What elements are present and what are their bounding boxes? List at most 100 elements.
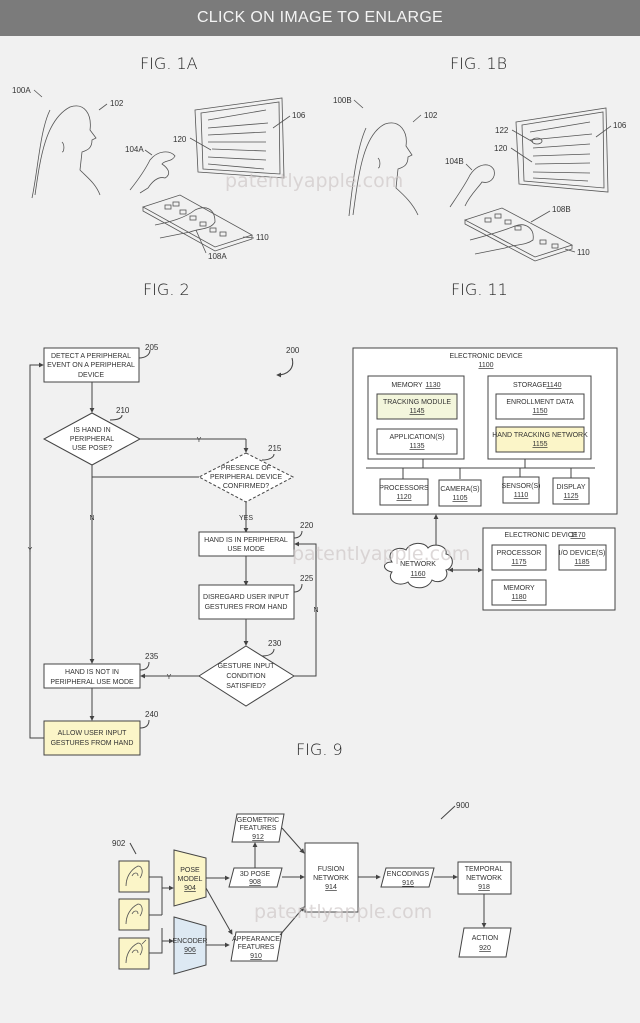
- fusion-ref: 914: [325, 884, 337, 891]
- ref-200: 200: [286, 346, 300, 355]
- step-235-line-2: PERIPHERAL USE MODE: [50, 679, 134, 686]
- tracking-module-ref: 1145: [409, 408, 424, 415]
- device-1100-ref: 1100: [478, 362, 493, 369]
- geometric-ref: 912: [252, 834, 264, 841]
- geometric-features-912: [231, 813, 285, 843]
- keyboard-110b-drawing: [463, 207, 574, 262]
- fig-11-title: FIG. 11: [451, 280, 508, 299]
- hand-108a-drawing: [154, 207, 216, 239]
- processor2-ref: 1175: [511, 559, 526, 566]
- hand-108b-drawing: [469, 224, 534, 255]
- pose-model-line-1: POSE: [180, 867, 200, 874]
- step-230-line-2: CONDITION: [226, 673, 265, 680]
- ref-110b: 110: [577, 248, 590, 257]
- edge-230-no: N: [313, 607, 318, 614]
- appearance-ref: 910: [250, 953, 262, 960]
- fusion-line-1: FUSION: [318, 866, 344, 873]
- edge-loop-yes: Y: [28, 547, 33, 554]
- network-1160-cloud: [384, 542, 453, 589]
- ref-102b: 102: [424, 111, 438, 120]
- memory-1130-ref: 1130: [425, 382, 440, 389]
- fig-2-flowchart: 200 DETECT A PERIPHERAL EVENT ON A PERIP…: [28, 343, 319, 756]
- edge-230-yes: Y: [167, 674, 172, 681]
- processors-ref: 1120: [396, 494, 411, 501]
- enrollment-label: ENROLLMENT DATA: [506, 399, 574, 406]
- pose3d-ref: 908: [249, 879, 261, 886]
- hand-104b-drawing: [449, 164, 495, 208]
- tracking-module-1145-box: [376, 393, 458, 420]
- step-240-line-1: ALLOW USER INPUT: [58, 730, 128, 737]
- hand-image-2: [118, 898, 150, 931]
- encodings-label: ENCODINGS: [387, 871, 430, 878]
- step-230-line-3: SATISFIED?: [226, 683, 266, 690]
- action-label: ACTION: [472, 935, 498, 942]
- ref-104a: 104A: [125, 145, 144, 154]
- ref-220: 220: [300, 521, 314, 530]
- ref-900: 900: [456, 801, 470, 810]
- ref-210: 210: [116, 406, 130, 415]
- memory2-ref: 1180: [511, 594, 526, 601]
- ref-902: 902: [112, 839, 126, 848]
- ref-104b: 104B: [445, 157, 464, 166]
- step-225-box: [198, 584, 295, 620]
- geometric-line-1: GEOMETRIC: [237, 817, 279, 824]
- step-205-box: [43, 347, 140, 383]
- io-label: I/O DEVICE(S): [559, 550, 606, 557]
- memory-1180-box: [491, 579, 547, 606]
- enlarge-banner[interactable]: CLICK ON IMAGE TO ENLARGE: [0, 0, 640, 36]
- ref-230: 230: [268, 639, 282, 648]
- step-230-decision: [198, 645, 295, 707]
- display-1125-box: [552, 477, 590, 505]
- ref-225: 225: [300, 574, 314, 583]
- user-head-drawing: [31, 105, 101, 199]
- hand-tracking-ref: 1155: [532, 441, 547, 448]
- appearance-line-1: APPEARANCE: [232, 936, 280, 943]
- io-ref: 1185: [574, 559, 589, 566]
- fig-2-title: FIG. 2: [143, 280, 190, 299]
- fusion-network-914: [304, 842, 359, 913]
- pose3d-label: 3D POSE: [240, 871, 271, 878]
- temporal-line-1: TEMPORAL: [465, 866, 504, 873]
- pose-model-ref: 904: [184, 885, 196, 892]
- step-235-line-1: HAND IS NOT IN: [65, 669, 119, 676]
- ref-120a: 120: [173, 135, 187, 144]
- tracking-module-label: TRACKING MODULE: [383, 399, 451, 406]
- watermark-1: patentlyapple.com: [225, 170, 403, 192]
- watermark-2: patentlyapple.com: [292, 543, 470, 565]
- appearance-features-910: [230, 931, 283, 962]
- ref-100b: 100B: [333, 96, 352, 105]
- step-205-line-2: EVENT ON A PERIPHERAL: [47, 362, 135, 369]
- applications-ref: 1135: [409, 443, 424, 450]
- applications-1135-box: [376, 428, 458, 455]
- action-ref: 920: [479, 945, 491, 952]
- geometric-line-2: FEATURES: [240, 825, 277, 832]
- network-label: NETWORK: [400, 561, 436, 568]
- fig-1a-illustration: 100A 102 104A 106 120: [12, 86, 306, 261]
- step-240-line-2: GESTURES FROM HAND: [51, 740, 134, 747]
- step-225-line-2: GESTURES FROM HAND: [205, 604, 288, 611]
- appearance-line-2: FEATURES: [238, 944, 275, 951]
- encodings-ref: 916: [402, 880, 414, 887]
- processor2-label: PROCESSOR: [497, 550, 542, 557]
- io-devices-1185-box: [558, 544, 607, 571]
- enrollment-ref: 1150: [532, 408, 547, 415]
- hand-image-1: [118, 860, 150, 893]
- step-205-line-3: DEVICE: [78, 372, 104, 379]
- applications-label: APPLICATION(S): [389, 434, 444, 441]
- step-220-line-1: HAND IS IN PERIPHERAL: [204, 537, 288, 544]
- ref-205: 205: [145, 343, 159, 352]
- edge-210-yes: Y: [197, 437, 202, 444]
- pose-model-line-2: MODEL: [178, 876, 203, 883]
- cameras-label: CAMERA(S): [440, 486, 479, 493]
- keyboard-110-drawing: [142, 194, 253, 252]
- ref-106b: 106: [613, 121, 627, 130]
- processors-1120-box: [379, 478, 429, 506]
- fig-9-pipeline: 900 902 POSE MODEL 904 ENCODER 906 3D PO…: [112, 801, 512, 975]
- ref-108b: 108B: [552, 205, 571, 214]
- ref-122: 122: [495, 126, 509, 135]
- device-1170-label: ELECTRONIC DEVICE: [504, 532, 577, 539]
- processors-label: PROCESSORS: [379, 485, 429, 492]
- fig-1b-illustration: 100B 102 104B 106 122 120: [333, 96, 627, 262]
- processor-1175-box: [491, 544, 547, 571]
